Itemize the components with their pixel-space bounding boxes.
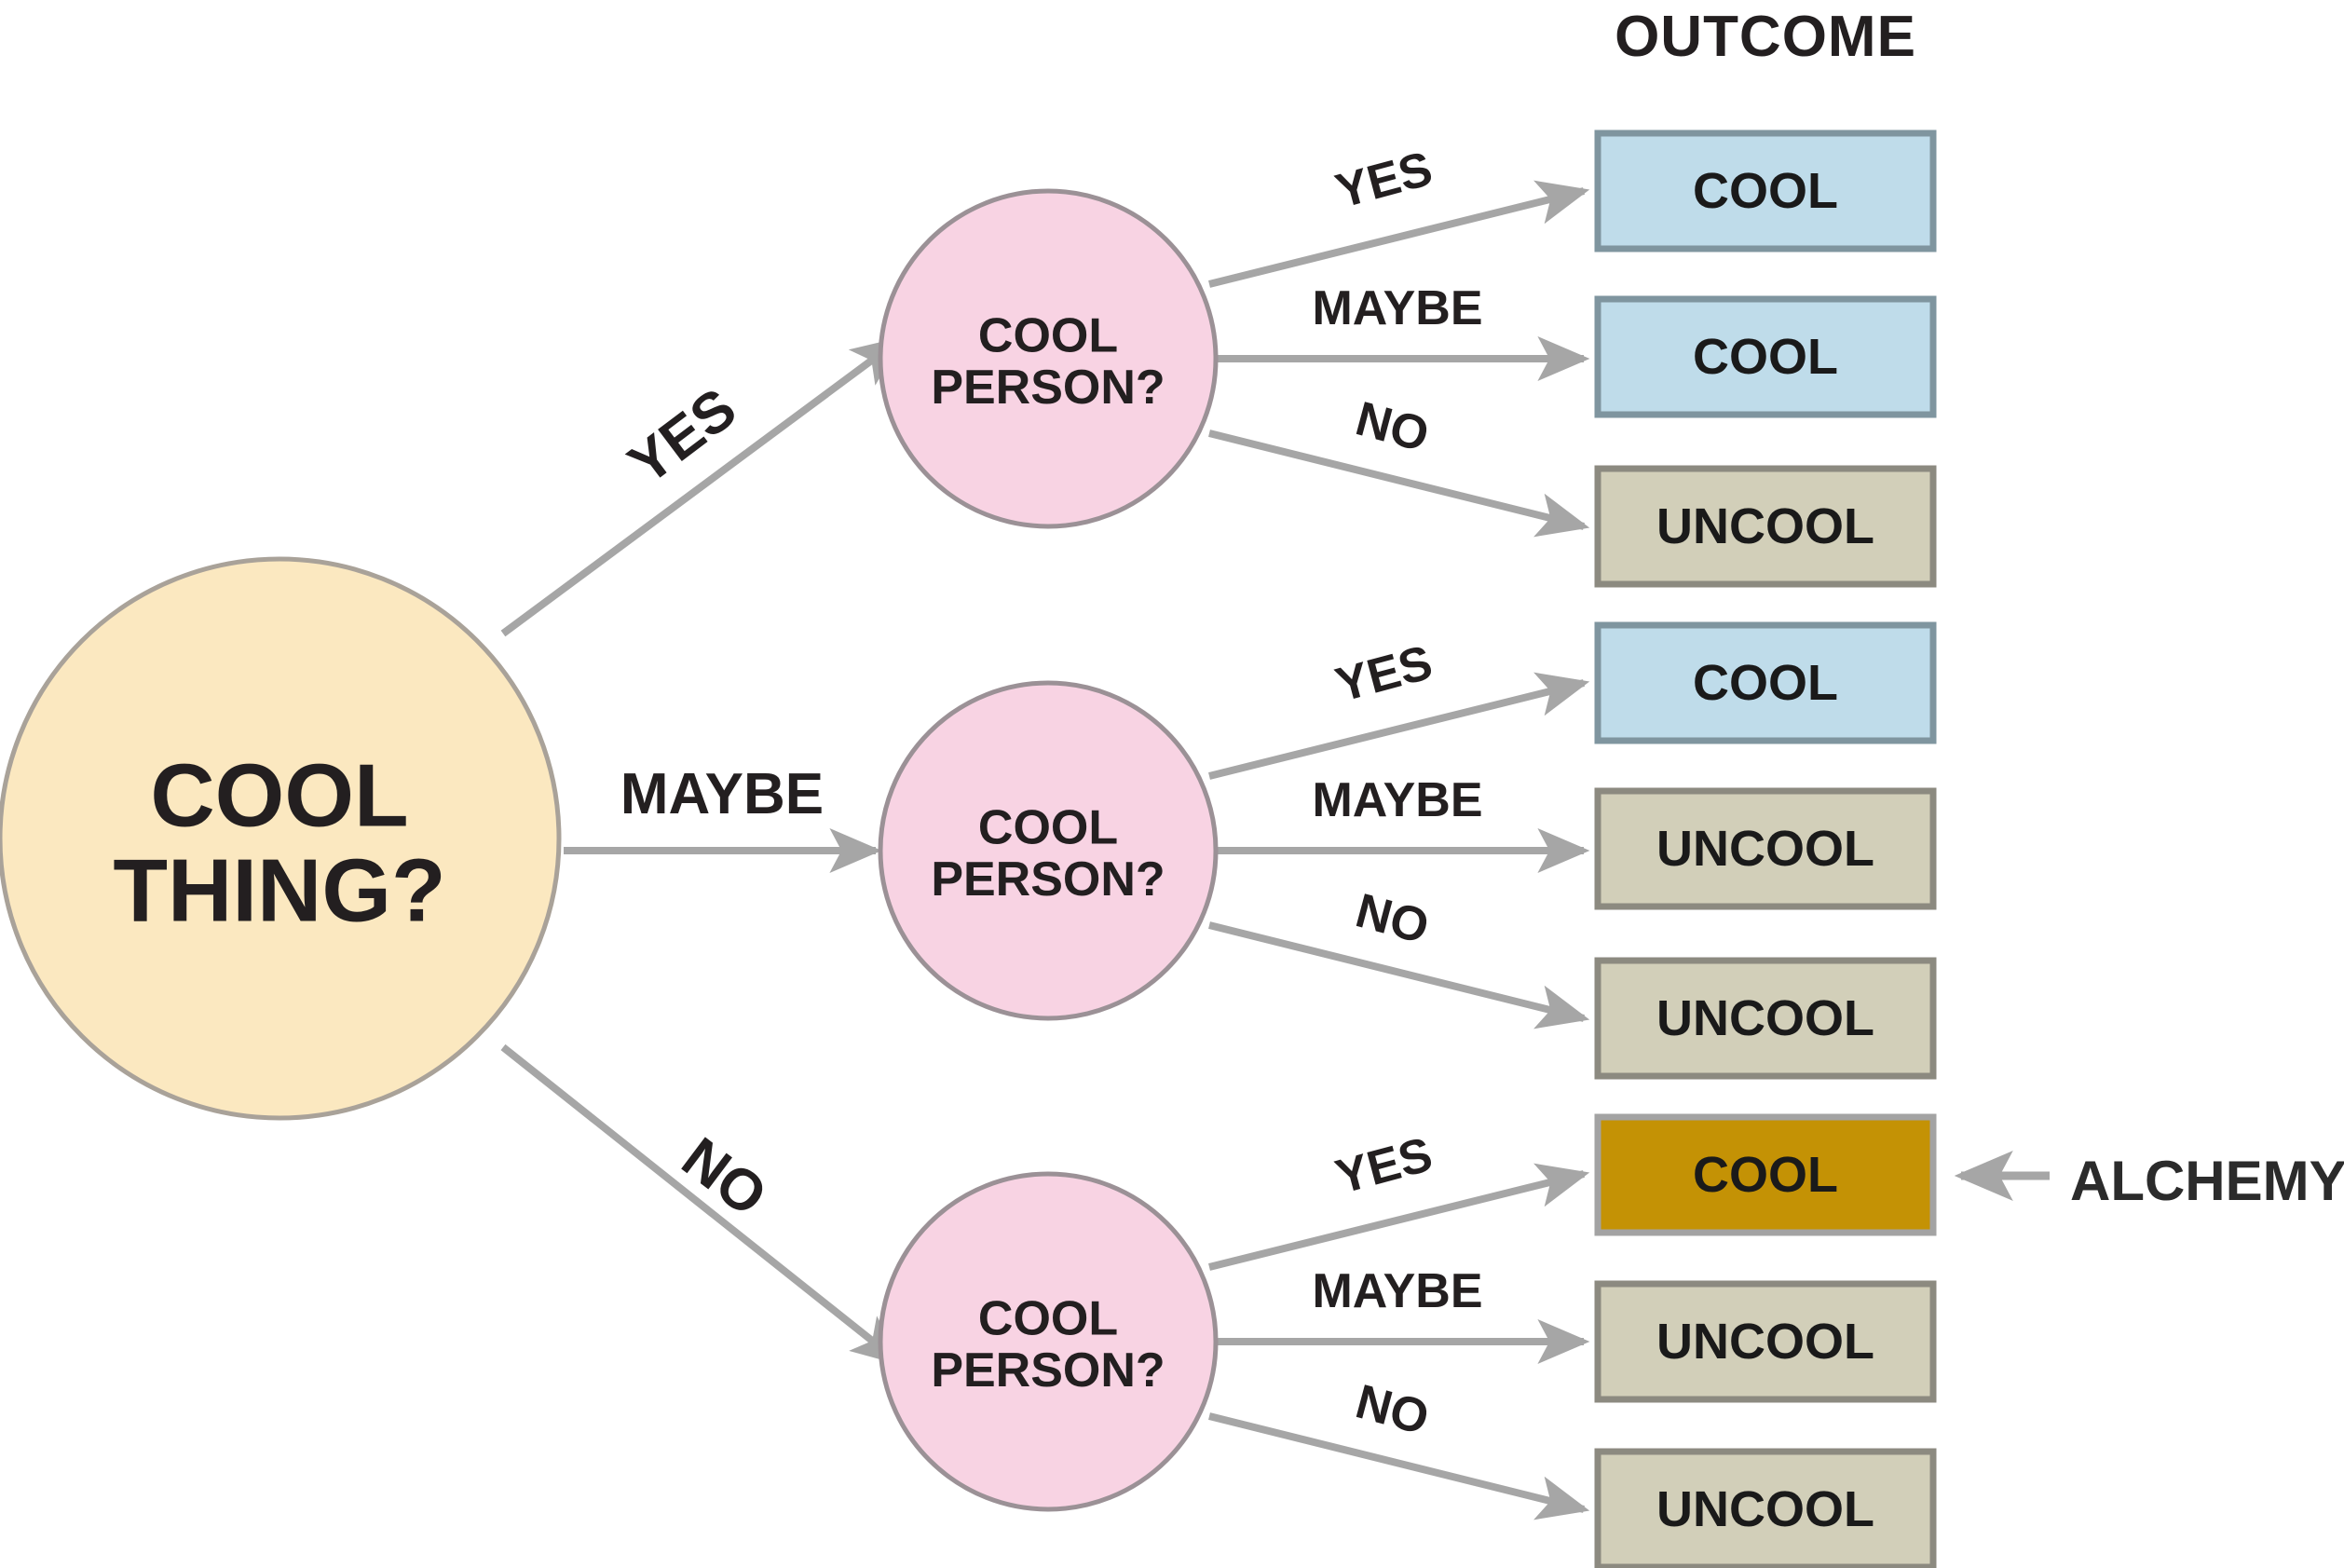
- decision-top-line2: PERSON?: [931, 361, 1165, 415]
- outcome-box-cool[interactable]: COOL: [1594, 295, 1937, 418]
- outcomes-layer: COOL COOL UNCOOL COOL UNCOOL UNCOOL COOL UNCOOL…: [1594, 130, 1937, 1568]
- edge-mid-no[interactable]: [1208, 921, 1590, 1029]
- decision-bottom-line1: COOL: [978, 1292, 1118, 1346]
- outcome-label: COOL: [1693, 655, 1838, 711]
- edge-bot-yes-label: YES: [1330, 1127, 1438, 1205]
- outcome-box-uncool[interactable]: UNCOOL: [1594, 1280, 1937, 1403]
- outcome-box-alchemy[interactable]: COOL: [1594, 1113, 1937, 1236]
- decision-middle-line1: COOL: [978, 801, 1118, 855]
- outcome-box-uncool[interactable]: UNCOOL: [1594, 957, 1937, 1080]
- outcome-box-uncool[interactable]: UNCOOL: [1594, 465, 1937, 588]
- outcome-label: UNCOOL: [1656, 821, 1874, 877]
- root-branch-yes-label: YES: [617, 376, 748, 498]
- root-branch-maybe-label: MAYBE: [620, 762, 824, 826]
- edge-bot-no[interactable]: [1208, 1412, 1590, 1520]
- edge-mid-yes-label: YES: [1330, 635, 1438, 713]
- edge-top-yes-label: YES: [1330, 142, 1438, 219]
- root-node-line2: THING?: [113, 840, 445, 940]
- decision-bottom-line2: PERSON?: [931, 1343, 1165, 1398]
- root-node-line1: COOL: [150, 746, 408, 846]
- outcome-box-uncool[interactable]: UNCOOL: [1594, 1448, 1937, 1568]
- outcome-box-uncool[interactable]: UNCOOL: [1594, 787, 1937, 910]
- root-branch-no[interactable]: [500, 1043, 905, 1366]
- edge-bot-yes[interactable]: [1208, 1163, 1590, 1271]
- root-branch-yes[interactable]: [500, 336, 905, 637]
- edge-mid-yes[interactable]: [1208, 672, 1590, 780]
- edge-bot-no-label: NO: [1350, 1374, 1434, 1445]
- edge-top-no-label: NO: [1350, 391, 1434, 462]
- annotation-layer: ALCHEMY: [1954, 1150, 2344, 1212]
- outcome-box-cool[interactable]: COOL: [1594, 130, 1937, 252]
- alchemy-annotation-label: ALCHEMY: [2070, 1150, 2344, 1212]
- outcome-label: COOL: [1693, 163, 1838, 219]
- outcome-column-header: OUTCOME: [1615, 5, 1916, 69]
- outcome-label: COOL: [1693, 1147, 1838, 1203]
- root-branch-no-label: NO: [670, 1125, 778, 1229]
- edge-top-maybe-label: MAYBE: [1312, 281, 1482, 335]
- nodes-layer: COOLTHING?COOLPERSON?COOLPERSON?COOLPERS…: [0, 188, 1219, 1512]
- decision-middle-line2: PERSON?: [931, 852, 1165, 907]
- outcome-label: UNCOOL: [1656, 1314, 1874, 1370]
- edge-mid-no-label: NO: [1350, 883, 1434, 954]
- outcome-label: UNCOOL: [1656, 498, 1874, 554]
- decision-top-line1: COOL: [978, 309, 1118, 363]
- outcome-label: UNCOOL: [1656, 990, 1874, 1046]
- edge-top-yes[interactable]: [1208, 180, 1590, 288]
- edge-bot-maybe-label: MAYBE: [1312, 1264, 1482, 1318]
- edge-mid-maybe-label: MAYBE: [1312, 773, 1482, 827]
- edge-top-no[interactable]: [1208, 429, 1590, 538]
- outcome-label: COOL: [1693, 329, 1838, 385]
- edges-layer: [500, 180, 1590, 1520]
- outcome-label: UNCOOL: [1656, 1481, 1874, 1537]
- outcome-box-cool[interactable]: COOL: [1594, 621, 1937, 744]
